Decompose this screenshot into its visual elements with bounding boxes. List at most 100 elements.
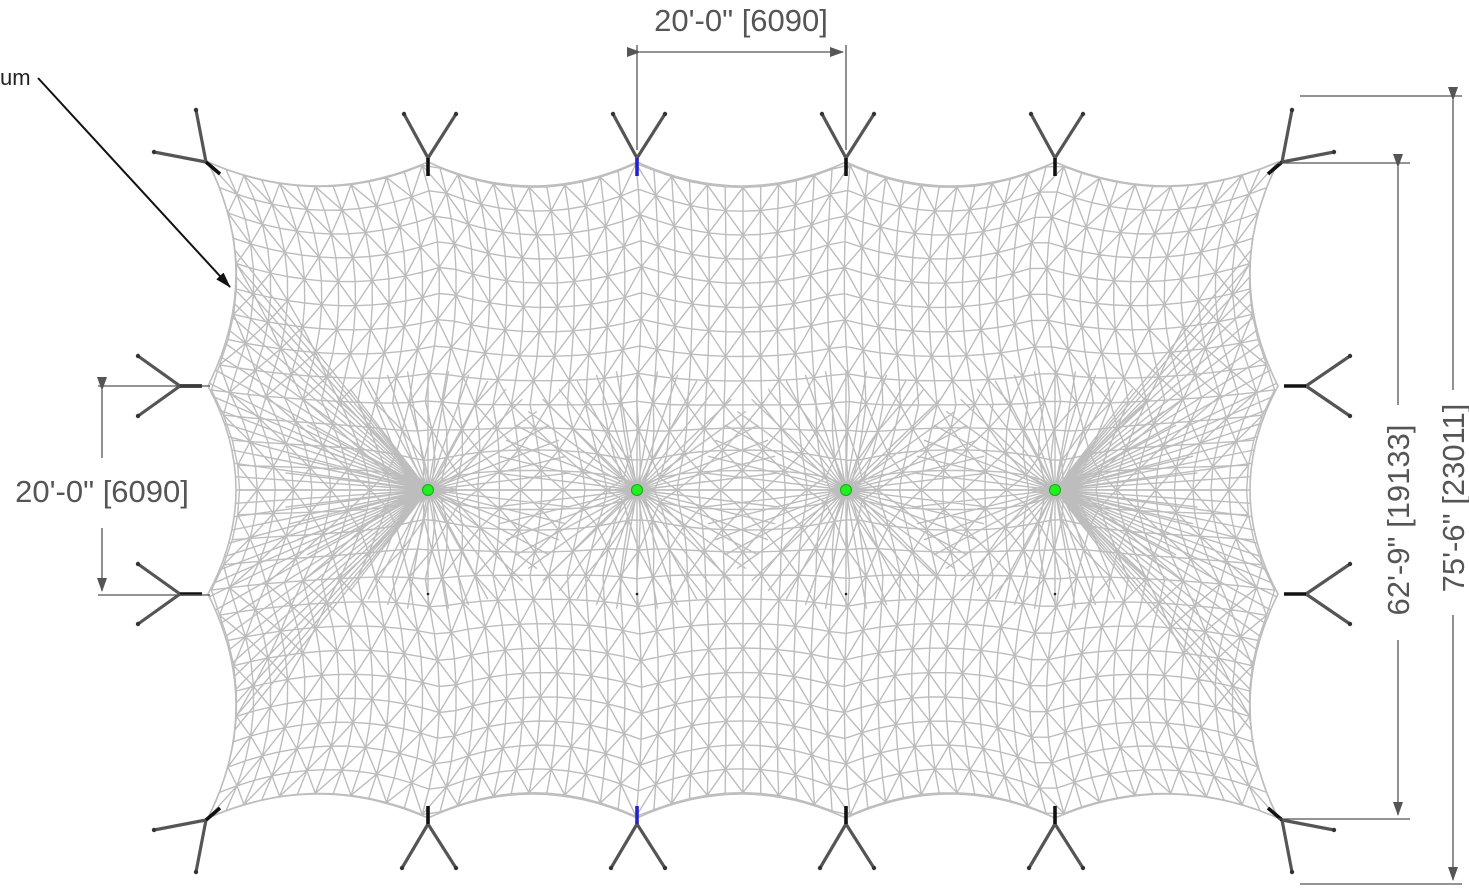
anchor-point — [193, 107, 199, 113]
tie-down-cable — [137, 384, 181, 418]
mast-plate — [1266, 806, 1284, 822]
tie-down-cable — [194, 109, 208, 163]
high-point — [840, 484, 852, 496]
mast — [151, 107, 222, 176]
anchor-point — [817, 865, 823, 871]
anchor-point — [1289, 869, 1295, 875]
tie-down-cable — [609, 823, 639, 869]
anchor-point — [399, 865, 405, 871]
anchor-point — [135, 353, 141, 359]
tie-down-cable — [611, 113, 639, 159]
anchor-point — [662, 111, 668, 117]
mast-group — [135, 107, 1353, 875]
tie-down-cable — [1305, 592, 1351, 626]
mast-plate — [204, 160, 222, 176]
leader-label: um — [0, 65, 31, 90]
tie-down-cable — [1053, 823, 1085, 869]
tie-down-cable — [1280, 819, 1294, 873]
tie-down-cable — [153, 150, 207, 164]
mast — [135, 561, 202, 627]
tie-down-cable — [194, 819, 208, 873]
tie-down-cable — [1280, 109, 1294, 163]
mast — [399, 806, 459, 871]
dim-bay-height-label: 20'-0" [6090] — [15, 474, 189, 509]
mast — [1266, 107, 1337, 176]
anchor-point — [871, 111, 877, 117]
anchor-point — [1028, 111, 1034, 117]
low-point — [1053, 592, 1057, 596]
dim-bay-width — [627, 45, 847, 150]
anchor-point — [151, 149, 157, 155]
tie-down-cable — [820, 113, 848, 159]
tie-down-cable — [844, 823, 876, 869]
mast — [819, 111, 877, 176]
tie-down-cable — [635, 823, 667, 869]
anchor-point — [135, 621, 141, 627]
tie-down-cable — [1305, 384, 1351, 418]
anchor-point — [1347, 561, 1353, 567]
low-point-markers — [426, 592, 1057, 596]
high-point — [1049, 484, 1061, 496]
anchor-point — [453, 865, 459, 871]
low-point — [426, 592, 430, 596]
tie-down-cable — [1281, 150, 1335, 164]
mast-plate — [204, 806, 222, 822]
low-point — [635, 592, 639, 596]
dim-bay-width-label: 20'-0" [6090] — [654, 3, 828, 38]
high-point — [422, 484, 434, 496]
mast — [401, 111, 459, 176]
tie-down-cable — [426, 113, 458, 159]
anchor-point — [819, 111, 825, 117]
mesh-radial-fans — [208, 249, 1278, 731]
anchor-point — [608, 865, 614, 871]
high-points — [422, 484, 1061, 496]
dim-bay-height — [97, 377, 210, 596]
tie-down-cable — [1305, 562, 1351, 596]
anchor-point — [1347, 413, 1353, 419]
tie-down-cable — [426, 823, 458, 869]
mast-plate — [1266, 160, 1284, 176]
anchor-point — [871, 865, 877, 871]
anchor-point — [1080, 111, 1086, 117]
anchor-point — [1347, 353, 1353, 359]
mast — [151, 806, 222, 875]
tie-down-cable — [1027, 823, 1057, 869]
anchor-point — [1331, 827, 1337, 833]
tie-down-cable — [402, 113, 430, 159]
anchor-point — [610, 111, 616, 117]
mast — [817, 806, 877, 871]
mast — [1284, 353, 1353, 419]
mast — [1266, 806, 1337, 875]
dim-membrane-span-label: 62'-9" [19133] — [1381, 424, 1416, 615]
anchor-point — [135, 561, 141, 567]
anchor-point — [193, 869, 199, 875]
tie-down-cable — [1053, 113, 1085, 159]
tie-down-cable — [137, 592, 181, 626]
anchor-point — [1331, 149, 1337, 155]
tie-down-cable — [1029, 113, 1057, 159]
high-point — [631, 484, 643, 496]
anchor-point — [662, 865, 668, 871]
anchor-point — [401, 111, 407, 117]
tie-down-cable — [400, 823, 430, 869]
dim-membrane-span — [1278, 154, 1410, 820]
tie-down-cable — [818, 823, 848, 869]
mast — [1284, 561, 1353, 627]
anchor-point — [135, 413, 141, 419]
tie-down-cable — [635, 113, 667, 159]
tie-down-cable — [844, 113, 876, 159]
leader-line — [37, 77, 231, 288]
anchor-point — [1080, 865, 1086, 871]
anchor-point — [1026, 865, 1032, 871]
anchor-point — [1347, 621, 1353, 627]
mast — [1028, 111, 1086, 176]
tie-down-cable — [137, 354, 181, 388]
anchor-point — [1289, 107, 1295, 113]
mast — [1026, 806, 1086, 871]
anchor-point — [453, 111, 459, 117]
dim-overall-span-label: 75'-6" [23011] — [1436, 404, 1469, 593]
tie-down-cable — [153, 818, 207, 832]
tie-down-cable — [1281, 818, 1335, 832]
mast — [608, 806, 668, 871]
